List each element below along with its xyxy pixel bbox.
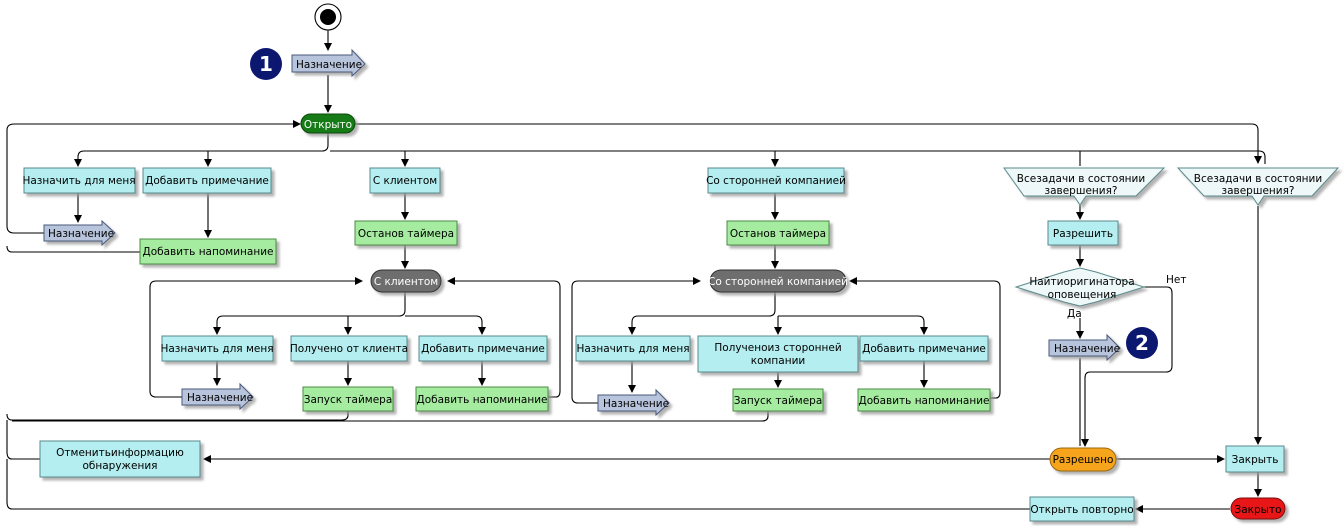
svg-text:Всезадачи в состоянии: Всезадачи в состоянии: [1017, 173, 1145, 185]
action-reopen[interactable]: Открыть повторно: [1029, 496, 1135, 522]
edge-label-no: Нет: [1166, 274, 1186, 286]
svg-text:Назначение: Назначение: [1054, 343, 1120, 355]
svg-text:Назначить для меня: Назначить для меня: [576, 343, 689, 355]
svg-text:Полученоиз сторонней: Полученоиз сторонней: [714, 342, 841, 354]
svg-text:Назначение: Назначение: [48, 228, 114, 240]
svg-text:С клиентом: С клиентом: [373, 175, 437, 187]
signal-assign-client[interactable]: Назначение: [181, 382, 254, 411]
state-resolved[interactable]: Разрешено: [1049, 447, 1117, 472]
action-third-assign-to-me[interactable]: Назначить для меня: [575, 335, 691, 362]
svg-text:обнаружения: обнаружения: [82, 460, 157, 472]
svg-text:Добавить напоминание: Добавить напоминание: [417, 394, 548, 406]
start-node: [314, 3, 342, 31]
state-with-client[interactable]: С клиентом: [370, 269, 442, 293]
action-stop-timer-client[interactable]: Останов таймера: [354, 220, 458, 246]
svg-text:Назначение: Назначение: [296, 59, 362, 71]
badge-one: 1: [250, 48, 282, 80]
svg-text:Открыто: Открыто: [304, 119, 352, 131]
action-add-reminder[interactable]: Добавить напоминание: [139, 238, 277, 265]
signal-assign-third[interactable]: Назначение: [597, 388, 670, 417]
svg-text:Добавить примечание: Добавить примечание: [421, 343, 545, 355]
svg-text:Назначить для меня: Назначить для меня: [160, 343, 273, 355]
svg-text:завершения?: завершения?: [1222, 185, 1295, 197]
decision-all-tasks-complete-1[interactable]: Всезадачи в состоянии завершения?: [1003, 167, 1166, 206]
signal-assign-left[interactable]: Назначение: [43, 219, 116, 247]
svg-text:Со сторонней компанией: Со сторонней компанией: [706, 175, 846, 187]
decision-find-alert-originator[interactable]: Найтиоригинатора оповещения: [1014, 267, 1146, 307]
action-start-timer-third-party[interactable]: Запуск таймера: [732, 388, 824, 412]
action-received-from-third-party[interactable]: Полученоиз сторонней компании: [697, 335, 859, 373]
signal-assign-resolve[interactable]: Назначение: [1048, 333, 1121, 362]
action-cancel-detection-info[interactable]: Отменитьинформацию обнаружения: [39, 440, 201, 478]
state-closed[interactable]: Закрыто: [1230, 497, 1286, 520]
svg-text:Останов таймера: Останов таймера: [730, 228, 826, 240]
svg-text:Назначение: Назначение: [603, 398, 669, 410]
svg-text:Добавить примечание: Добавить примечание: [862, 343, 986, 355]
svg-text:1: 1: [259, 52, 273, 76]
action-add-note[interactable]: Добавить примечание: [142, 167, 272, 194]
connectors: [6, 30, 1266, 513]
svg-text:Найтиоригинатора: Найтиоригинатора: [1029, 276, 1134, 288]
svg-text:Получено от клиента: Получено от клиента: [290, 343, 408, 355]
svg-text:Назначить для меня: Назначить для меня: [22, 175, 135, 187]
edge-label-yes: Да: [1067, 308, 1082, 320]
svg-text:Добавить напоминание: Добавить напоминание: [859, 395, 990, 407]
action-stop-timer-third-party[interactable]: Останов таймера: [726, 220, 830, 246]
svg-text:Останов таймера: Останов таймера: [358, 228, 454, 240]
svg-text:Открыть повторно: Открыть повторно: [1030, 504, 1133, 516]
svg-text:Всезадачи в состоянии: Всезадачи в состоянии: [1194, 173, 1322, 185]
svg-text:Запуск таймера: Запуск таймера: [304, 394, 393, 406]
action-start-timer-client[interactable]: Запуск таймера: [302, 386, 394, 412]
svg-text:Запуск таймера: Запуск таймера: [734, 395, 823, 407]
svg-text:Назначение: Назначение: [187, 392, 253, 404]
svg-text:Отменитьинформацию: Отменитьинформацию: [56, 447, 184, 459]
badge-two: 2: [1126, 327, 1158, 359]
action-third-add-note[interactable]: Добавить примечание: [859, 335, 989, 362]
svg-text:2: 2: [1135, 331, 1149, 355]
svg-text:компании: компании: [751, 355, 806, 367]
action-client-assign-to-me[interactable]: Назначить для меня: [160, 335, 274, 362]
svg-text:Разрешено: Разрешено: [1053, 454, 1114, 466]
action-third-add-reminder[interactable]: Добавить напоминание: [857, 388, 991, 412]
action-to-client[interactable]: С клиентом: [369, 167, 441, 194]
svg-text:Добавить напоминание: Добавить напоминание: [143, 246, 274, 258]
svg-text:завершения?: завершения?: [1045, 185, 1118, 197]
state-with-third-party[interactable]: Со сторонней компанией: [708, 269, 848, 293]
state-open[interactable]: Открыто: [300, 113, 356, 134]
action-close[interactable]: Закрыть: [1225, 445, 1285, 473]
svg-text:Закрыто: Закрыто: [1234, 504, 1281, 516]
action-to-third-party[interactable]: Со сторонней компанией: [706, 167, 846, 194]
action-client-add-note[interactable]: Добавить примечание: [418, 335, 548, 362]
signal-assign-top[interactable]: Назначение: [291, 48, 366, 78]
svg-text:Разрешить: Разрешить: [1053, 228, 1113, 240]
svg-text:Добавить примечание: Добавить примечание: [145, 175, 269, 187]
decision-all-tasks-complete-2[interactable]: Всезадачи в состоянии завершения?: [1176, 167, 1340, 206]
action-received-from-client[interactable]: Получено от клиента: [290, 335, 408, 362]
action-assign-to-me[interactable]: Назначить для меня: [22, 167, 136, 194]
action-client-add-reminder[interactable]: Добавить напоминание: [415, 386, 549, 412]
svg-text:Со сторонней компанией: Со сторонней компанией: [708, 276, 848, 288]
svg-text:С клиентом: С клиентом: [374, 276, 438, 288]
action-resolve[interactable]: Разрешить: [1047, 220, 1119, 246]
svg-text:оповещения: оповещения: [1048, 289, 1117, 301]
svg-text:Закрыть: Закрыть: [1232, 454, 1279, 466]
